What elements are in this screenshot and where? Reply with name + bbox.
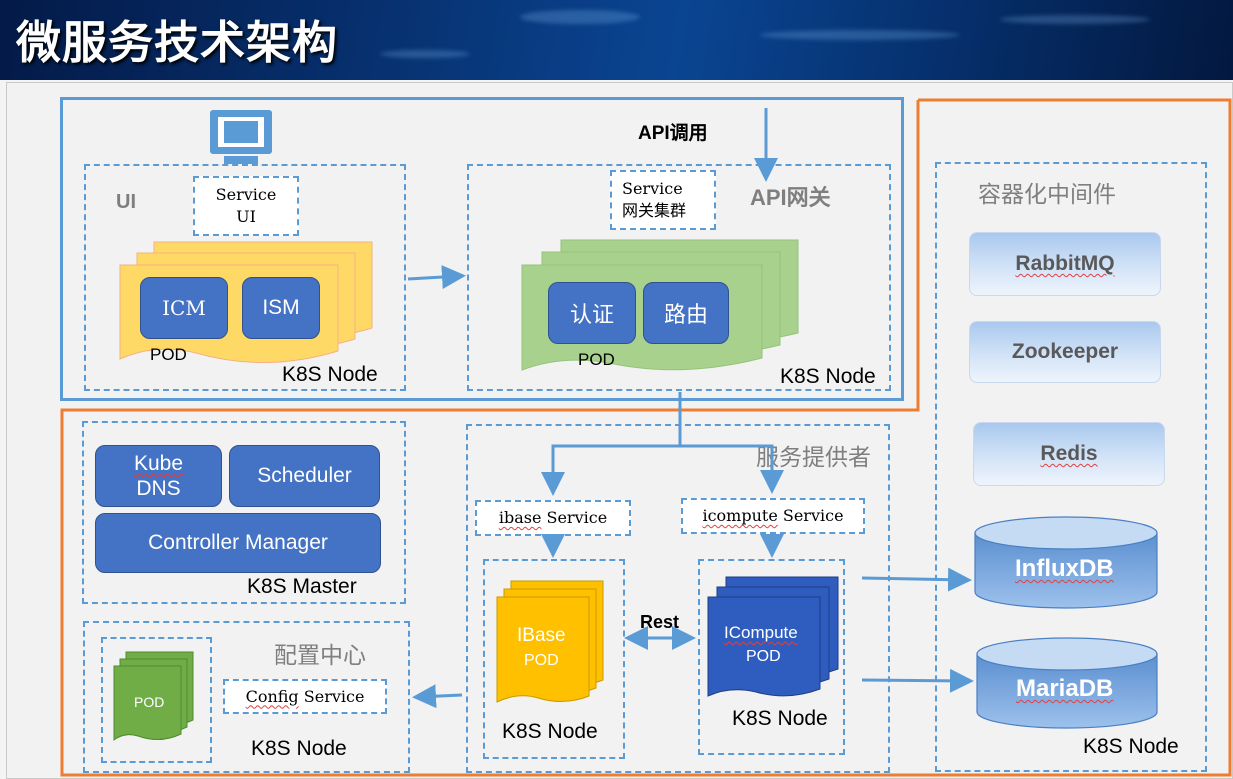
gateway-pod-label: POD	[578, 350, 615, 369]
api-call-label: API调用	[638, 123, 708, 144]
title-banner: 微服务技术架构	[0, 0, 1233, 80]
gateway-node-box	[467, 164, 891, 391]
icompute-node-label: K8S Node	[732, 707, 828, 730]
middleware-box	[935, 162, 1207, 772]
icompute-pod-label: POD	[746, 648, 781, 665]
master-node-label: K8S Master	[247, 575, 357, 598]
k8s-master-box	[82, 421, 406, 604]
middleware-label: 容器化中间件	[978, 182, 1116, 208]
ui-pod-label: POD	[150, 345, 187, 364]
ibase-node-label: K8S Node	[502, 720, 598, 743]
zookeeper-item: Zookeeper	[969, 321, 1161, 383]
config-pod-label: POD	[134, 694, 165, 710]
service-provider-label: 服务提供者	[756, 445, 871, 471]
ibase-pod-name: IBase	[517, 625, 566, 646]
gateway-label: API网关	[750, 185, 831, 210]
service-provider-box	[466, 424, 890, 773]
gateway-node-label: K8S Node	[780, 365, 876, 388]
routing-module: 路由	[643, 282, 729, 344]
config-center-label: 配置中心	[274, 643, 366, 669]
ism-module: ISM	[242, 277, 320, 339]
ui-node-box	[84, 164, 406, 391]
ui-node-label: K8S Node	[282, 363, 378, 386]
ibase-node-box	[483, 559, 625, 759]
influxdb-label: InfluxDB	[1015, 555, 1114, 582]
mariadb-label: MariaDB	[1016, 675, 1114, 702]
config-service-box: Config Service	[223, 679, 387, 714]
auth-module: 认证	[548, 282, 636, 344]
icm-module: ICM	[140, 277, 228, 339]
controller-manager-button: Controller Manager	[95, 513, 381, 573]
config-center-box	[83, 621, 410, 773]
icompute-service-box: icompute Service	[681, 498, 865, 534]
middleware-node-label: K8S Node	[1083, 735, 1179, 758]
page-title: 微服务技术架构	[16, 16, 339, 69]
scheduler-button: Scheduler	[229, 445, 380, 507]
redis-item: Redis	[973, 422, 1165, 486]
rabbitmq-item: RabbitMQ	[969, 232, 1161, 296]
config-pod-box	[101, 637, 212, 763]
top-k8s-node	[60, 97, 904, 401]
icompute-pod-name: ICompute	[724, 623, 798, 642]
config-node-label: K8S Node	[251, 737, 347, 760]
ui-label: UI	[116, 191, 136, 213]
icompute-node-box	[698, 559, 845, 755]
ibase-pod-label: POD	[524, 652, 559, 669]
